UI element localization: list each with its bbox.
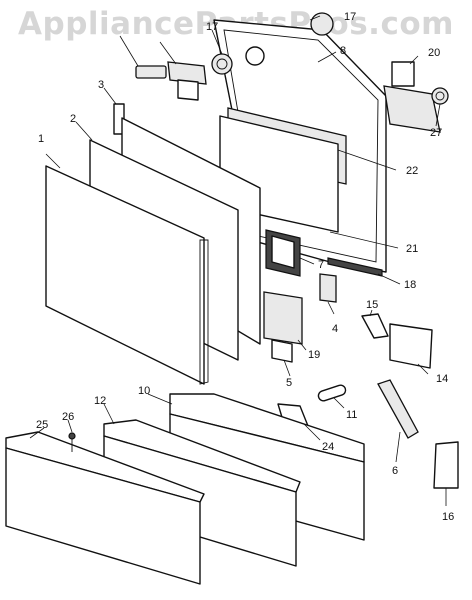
callout-11: 11	[346, 409, 357, 421]
callout-22: 22	[406, 165, 418, 177]
part-6-spring[interactable]	[377, 379, 419, 439]
part-5-bracket[interactable]	[271, 339, 293, 363]
part-26-screw[interactable]	[68, 432, 76, 452]
part-15-hinge[interactable]	[361, 313, 389, 339]
callout-24: 24	[322, 441, 334, 453]
callout-1: 1	[38, 133, 44, 145]
part-7-gasket[interactable]	[265, 229, 301, 277]
leader-lines	[29, 15, 447, 506]
callout-17: 17	[344, 11, 356, 23]
callout-19: 19	[308, 349, 320, 361]
callout-3: 3	[98, 79, 104, 91]
callout-4: 4	[332, 323, 338, 335]
part-25-kick-plate[interactable]	[5, 431, 205, 585]
callout-7: 7	[318, 259, 324, 271]
callout-8: 8	[340, 45, 346, 57]
callout-6: 6	[392, 465, 398, 477]
callout-15: 15	[366, 299, 378, 311]
part-17-fitting[interactable]	[211, 53, 233, 75]
part-27-knob[interactable]	[431, 87, 449, 105]
callout-27: 27	[430, 127, 442, 139]
callout-21: 21	[406, 243, 418, 255]
part-11-link[interactable]	[317, 384, 347, 402]
callout-labels: 1 2 3 17 17 8 20 27 22 21 18 7 4 15 14 1…	[36, 11, 454, 523]
part-13-latch[interactable]	[167, 61, 207, 101]
callout-18: 18	[404, 279, 416, 291]
part-9-handle[interactable]	[135, 65, 167, 79]
part-20-bracket[interactable]	[383, 61, 441, 133]
callout-12: 12	[94, 395, 106, 407]
part-16-hinge-plate[interactable]	[433, 441, 459, 489]
part-4-switch[interactable]	[319, 273, 337, 303]
callout-5-upper: 5	[286, 377, 292, 389]
part-14-plate[interactable]	[389, 323, 433, 369]
callout-10: 10	[138, 385, 150, 397]
part-19-module[interactable]	[263, 291, 303, 345]
callout-2: 2	[70, 113, 76, 125]
callout-16: 16	[442, 511, 454, 523]
callout-25: 25	[36, 419, 48, 431]
callout-14: 14	[436, 373, 448, 385]
callout-26: 26	[62, 411, 74, 423]
callout-17-a: 17	[206, 21, 218, 33]
callout-20: 20	[428, 47, 440, 59]
part-1-outer-panel[interactable]	[45, 165, 209, 385]
